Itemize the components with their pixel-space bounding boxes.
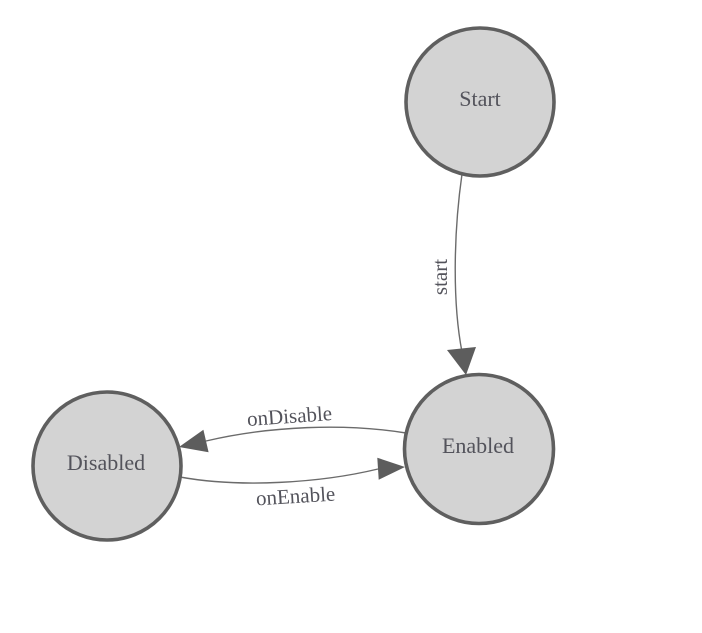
node-start: Start [404,26,556,178]
node-disabled-circle [31,390,183,542]
edge-disabled-to-enabled: onEnable [179,457,405,511]
node-disabled-label: Disabled [67,450,145,475]
node-start-label: Start [459,86,501,111]
node-enabled-label: Enabled [442,433,514,458]
node-enabled-circle [402,372,556,526]
edge-start-to-enabled: start [428,173,476,375]
edge-label-on-disable: onDisable [246,401,333,431]
edge-label-on-enable: onEnable [255,482,336,511]
arrowhead-into-enabled-left [377,457,405,480]
node-disabled: Disabled [31,390,183,542]
node-enabled: Enabled [402,372,556,526]
edge-start-to-enabled-line [454,173,463,353]
arrowhead-into-disabled-right [179,429,209,453]
edge-disabled-to-enabled-line [179,468,379,484]
edge-label-start: start [428,259,452,295]
node-start-circle [404,26,556,178]
arrowhead-into-enabled-top [447,347,476,375]
edge-enabled-to-disabled-line [205,426,407,442]
edge-enabled-to-disabled: onDisable [179,401,407,453]
